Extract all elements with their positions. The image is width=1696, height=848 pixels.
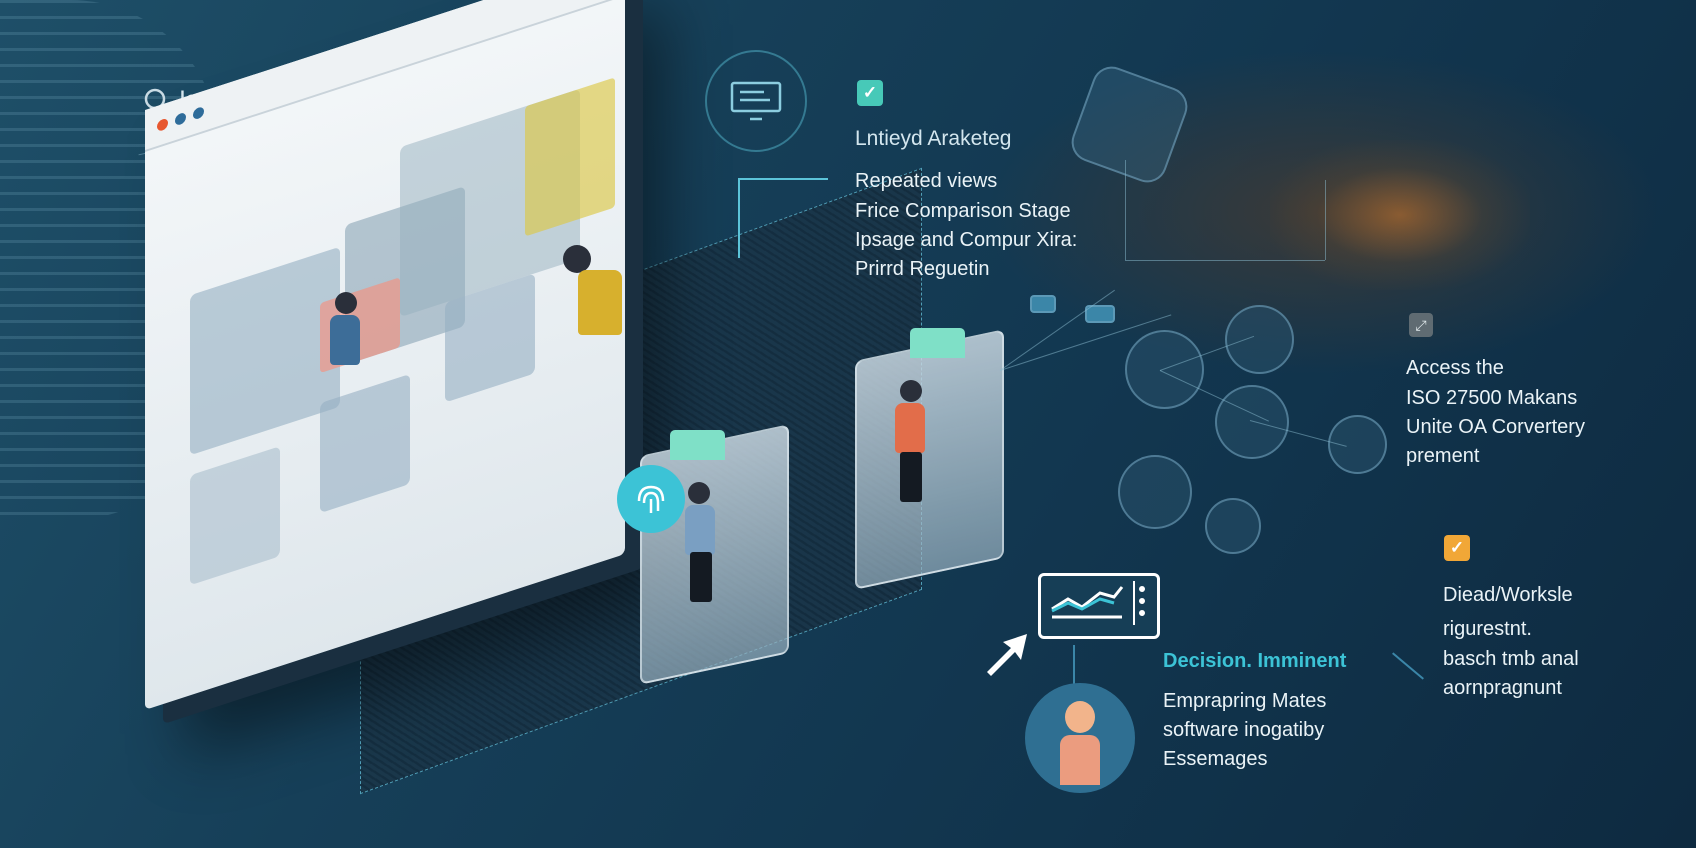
block-right-line-1: Access the (1406, 357, 1504, 379)
person-head (900, 380, 922, 402)
fingerprint-icon (617, 465, 685, 533)
person-body (330, 315, 360, 365)
check-icon: ✓ (1444, 535, 1470, 561)
person-legs (690, 552, 712, 602)
block-top-title: Lntieyd Araketeg (855, 127, 1012, 150)
person-head (563, 245, 591, 273)
block-right-line-3: Unite OA Corvertery (1406, 416, 1585, 438)
window-close-dot (157, 117, 168, 133)
person-head (335, 292, 357, 314)
block-bottom-line-3: Essemages (1163, 748, 1268, 770)
link-icon: ⤢ (1409, 313, 1433, 337)
block-bottom-title: Decision. Imminent (1163, 650, 1347, 672)
chart-monitor-icon (1038, 573, 1160, 639)
person-body (685, 505, 715, 555)
block-top-line-1: Repeated views (855, 170, 998, 192)
content-panel-left (190, 246, 340, 456)
block-right-line-4: prement (1406, 445, 1480, 467)
window-dot-2 (175, 111, 186, 127)
network-node (1030, 295, 1056, 313)
network-node (1125, 330, 1204, 409)
network-link (1325, 180, 1326, 260)
check-icon: ✓ (857, 80, 883, 106)
network-node (1118, 455, 1192, 529)
block-bottom-line-2: software inogatiby (1163, 719, 1325, 741)
connector-line (1073, 645, 1075, 685)
network-link (1125, 260, 1325, 261)
block-top-line-4: Prirrd Reguetin (855, 258, 990, 280)
person-head (688, 482, 710, 504)
network-node (1066, 61, 1193, 188)
avatar (1025, 683, 1135, 793)
person-body (895, 403, 925, 453)
connector-line (738, 178, 828, 180)
avatar-head (1065, 701, 1095, 733)
block-bottom-right-line-3: basch tmb anal (1443, 648, 1579, 670)
network-node (1085, 305, 1115, 323)
monitor-icon (705, 50, 807, 152)
block-top-line-2: Frice Comparison Stage (855, 200, 1071, 222)
block-top-line-3: Ipsage and Compur Xira: (855, 229, 1078, 251)
network-node (1205, 498, 1261, 554)
card-tab-left (670, 430, 725, 460)
card-tab-right (910, 328, 965, 358)
content-panel-bottom (190, 446, 280, 586)
person-legs (900, 452, 922, 502)
orange-glow (1270, 140, 1530, 290)
network-link (1125, 160, 1126, 260)
person-body (578, 270, 622, 335)
user-card-left (640, 424, 789, 685)
network-node (1225, 305, 1294, 374)
user-card-right (855, 329, 1004, 590)
block-bottom-right-line-4: aornpragnunt (1443, 677, 1562, 699)
cursor-arrow-icon (983, 632, 1029, 678)
window-dot-3 (193, 105, 204, 121)
avatar-body (1060, 735, 1100, 785)
block-bottom-right-line-2: rigurestnt. (1443, 618, 1532, 640)
block-bottom-line-1: Emprapring Mates (1163, 690, 1327, 712)
network-node (1215, 385, 1289, 459)
network-link (999, 289, 1115, 371)
block-right-line-2: ISO 27500 Makans (1406, 387, 1578, 409)
yellow-overlay (525, 77, 615, 237)
connector-line (738, 178, 740, 258)
block-bottom-right-line-1: Diead/Worksle (1443, 584, 1573, 606)
connector-line (1392, 652, 1424, 680)
